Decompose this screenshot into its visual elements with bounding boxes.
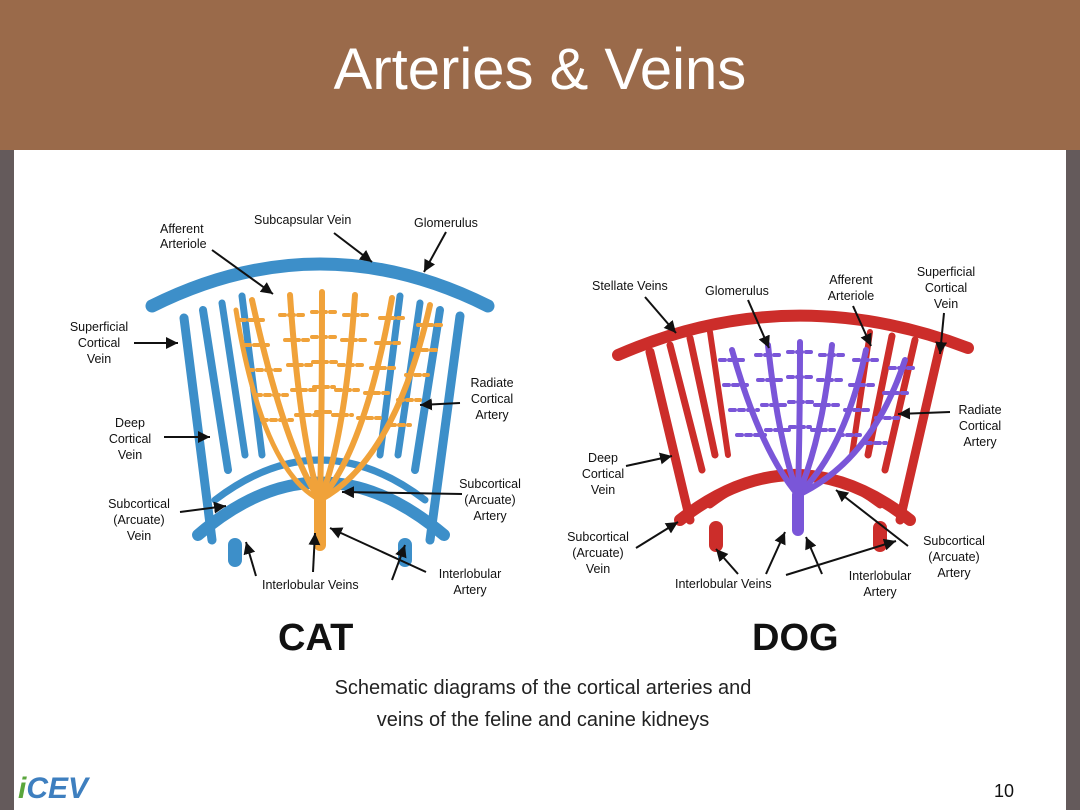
cat-arteries bbox=[233, 289, 445, 551]
dog-label-subcortical-artery: (Arcuate) bbox=[928, 550, 979, 564]
cat-label-glomerulus: Glomerulus bbox=[414, 216, 478, 230]
dog-label-superficial-cortical-vein: Superficial bbox=[917, 265, 975, 279]
cat-label-interlobular-artery: Artery bbox=[453, 583, 487, 597]
slide-content: Afferent Arteriole Subcapsular Vein Glom… bbox=[14, 150, 1066, 810]
cat-label-subcortical-artery: (Arcuate) bbox=[464, 493, 515, 507]
cat-label-subcortical-artery: Artery bbox=[473, 509, 507, 523]
dog-label-radiate-cortical-artery: Radiate bbox=[958, 403, 1001, 417]
dog-arrows bbox=[625, 296, 951, 576]
dog-label-subcortical-vein: Vein bbox=[586, 562, 610, 576]
caption-line-2: veins of the feline and canine kidneys bbox=[377, 709, 709, 731]
dog-label-interlobular-artery: Artery bbox=[863, 585, 897, 599]
title-bar: Arteries & Veins bbox=[0, 0, 1080, 150]
cat-label-deep-cortical-vein: Deep bbox=[115, 416, 145, 430]
dog-label-subcortical-artery: Subcortical bbox=[923, 534, 985, 548]
cat-arrows bbox=[134, 231, 463, 581]
dog-label-interlobular-veins: Interlobular Veins bbox=[675, 577, 772, 591]
page-number: 10 bbox=[994, 781, 1015, 801]
cat-label-subcortical-artery: Subcortical bbox=[459, 477, 521, 491]
cat-heading: CAT bbox=[278, 617, 353, 659]
cat-diagram: Afferent Arteriole Subcapsular Vein Glom… bbox=[70, 213, 521, 659]
kidney-vessel-diagram: Afferent Arteriole Subcapsular Vein Glom… bbox=[70, 213, 1002, 731]
dog-label-afferent-arteriole: Afferent bbox=[829, 273, 873, 287]
dog-label-subcortical-vein: (Arcuate) bbox=[572, 546, 623, 560]
logo-prefix: i bbox=[18, 772, 27, 805]
dog-label-interlobular-artery: Interlobular bbox=[849, 569, 912, 583]
cat-label-subcortical-vein: Vein bbox=[127, 529, 151, 543]
cat-label-radiate-cortical-artery: Radiate bbox=[470, 376, 513, 390]
dog-label-deep-cortical-vein: Cortical bbox=[582, 467, 624, 481]
dog-label-superficial-cortical-vein: Cortical bbox=[925, 281, 967, 295]
logo-text: CEV bbox=[26, 772, 89, 805]
dog-label-subcortical-vein: Subcortical bbox=[567, 530, 629, 544]
dog-label-afferent-arteriole: Arteriole bbox=[828, 289, 875, 303]
cat-label-afferent-arteriole: Afferent bbox=[160, 222, 204, 236]
dog-label-subcortical-artery: Artery bbox=[937, 566, 971, 580]
slide-title: Arteries & Veins bbox=[333, 37, 747, 102]
dog-label-radiate-cortical-artery: Artery bbox=[963, 435, 997, 449]
cat-label-deep-cortical-vein: Cortical bbox=[109, 432, 151, 446]
cat-label-radiate-cortical-artery: Cortical bbox=[471, 392, 513, 406]
cat-labels: Afferent Arteriole Subcapsular Vein Glom… bbox=[70, 213, 521, 597]
cat-label-subcortical-vein: (Arcuate) bbox=[113, 513, 164, 527]
caption-line-1: Schematic diagrams of the cortical arter… bbox=[335, 677, 752, 699]
dog-label-superficial-cortical-vein: Vein bbox=[934, 297, 958, 311]
cat-label-superficial-cortical-vein: Cortical bbox=[78, 336, 120, 350]
cat-label-subcortical-vein: Subcortical bbox=[108, 497, 170, 511]
cat-label-superficial-cortical-vein: Superficial bbox=[70, 320, 128, 334]
icev-logo: iCEV bbox=[18, 772, 88, 806]
cat-label-afferent-arteriole: Arteriole bbox=[160, 237, 207, 251]
cat-label-radiate-cortical-artery: Artery bbox=[475, 408, 509, 422]
dog-label-stellate-veins: Stellate Veins bbox=[592, 279, 668, 293]
dog-label-deep-cortical-vein: Vein bbox=[591, 483, 615, 497]
dog-diagram: Stellate Veins Glomerulus Afferent Arter… bbox=[567, 265, 1002, 659]
dog-labels: Stellate Veins Glomerulus Afferent Arter… bbox=[567, 265, 1002, 599]
cat-label-interlobular-veins: Interlobular Veins bbox=[262, 578, 359, 592]
cat-label-superficial-cortical-vein: Vein bbox=[87, 352, 111, 366]
dog-veins bbox=[612, 309, 974, 552]
cat-label-subcapsular-vein: Subcapsular Vein bbox=[254, 213, 351, 227]
cat-label-interlobular-artery: Interlobular bbox=[439, 567, 502, 581]
dog-heading: DOG bbox=[752, 617, 839, 659]
cat-label-deep-cortical-vein: Vein bbox=[118, 448, 142, 462]
dog-label-glomerulus: Glomerulus bbox=[705, 284, 769, 298]
dog-label-radiate-cortical-artery: Cortical bbox=[959, 419, 1001, 433]
dog-arteries bbox=[718, 339, 916, 536]
dog-label-deep-cortical-vein: Deep bbox=[588, 451, 618, 465]
